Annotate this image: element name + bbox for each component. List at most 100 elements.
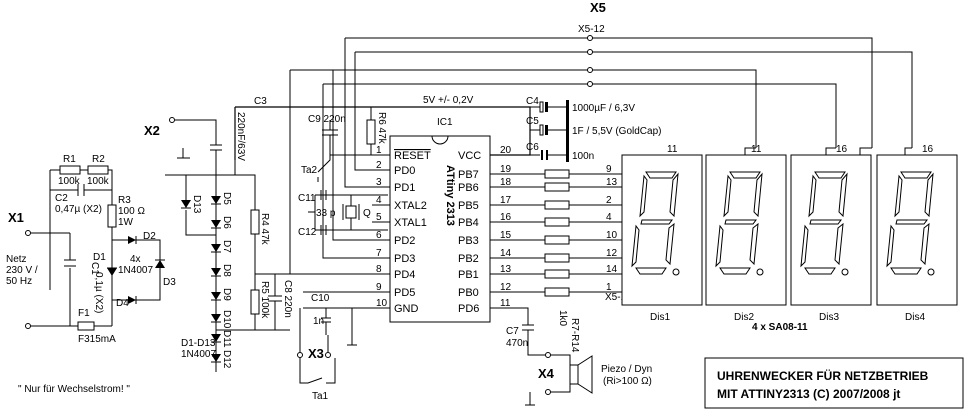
diode-symbol (211, 268, 221, 276)
ic-right-pin-name: VCC (458, 150, 481, 162)
r3-value: 100 Ω (118, 206, 145, 217)
ic-right-pin-num: 16 (500, 212, 512, 223)
c4-label: C4 (526, 96, 539, 107)
ic-left-pin-num: 1 (376, 145, 382, 156)
ic-left-pin-num: 4 (376, 195, 382, 206)
ic-name: ATtiny 2313 (444, 165, 456, 226)
ic-right-pin-name: PB1 (458, 269, 479, 281)
display-segment (715, 224, 724, 268)
x5-1-label: X5-1 (605, 292, 627, 303)
ic-right-pin-num: 11 (500, 298, 511, 309)
ic-left-pin-name: PD0 (394, 165, 415, 177)
display-segment (804, 267, 836, 275)
x5-sub-label: X5-12 (578, 24, 605, 35)
supply-label: 5V +/- 0,2V (423, 95, 474, 106)
display-segment (809, 219, 842, 225)
xtal-cap-value: 33 p (316, 208, 336, 219)
ac-note: " Nur für Wechselstrom! " (18, 384, 130, 395)
c11-label: C11 (298, 193, 316, 204)
ic-left-pin-name: PD4 (394, 269, 415, 281)
ic-left-pin-name: GND (394, 303, 419, 315)
ic-right-pin-num: 13 (500, 264, 512, 275)
display-dot (672, 268, 680, 276)
piezo-label: Piezo / Dyn (601, 364, 652, 375)
ic-left-pin-name: PD2 (394, 235, 415, 247)
c1-value: 0,1µ (X2) (93, 272, 104, 313)
r3-label: R3 (118, 195, 131, 206)
display-segment (900, 171, 932, 179)
piezo-impedance: (Ri>100 Ω) (603, 376, 652, 387)
ic-right-pin-num: 19 (500, 164, 512, 175)
ic-right-pin-name: PB6 (458, 182, 479, 194)
ic-left-pin-num: 7 (376, 248, 382, 259)
display-segment (639, 174, 648, 218)
c7-label: C7 (506, 326, 519, 337)
c6-value: 100n (572, 151, 594, 162)
x2-label: X2 (144, 123, 160, 138)
x3-label: X3 (308, 346, 324, 361)
diode-label: D6 (221, 216, 232, 229)
r4-label: R4 47k (259, 213, 270, 246)
mains-input: X1 Netz 230 V / 50 Hz C1 0,1µ (X2) F1 F3… (6, 154, 176, 395)
diode-label: D9 (221, 288, 232, 301)
display-type: 4 x SA08-11 (752, 322, 808, 333)
display-pin: 11 (667, 144, 678, 155)
segment-pin-num: 2 (606, 195, 612, 206)
segment-pin-num: 4 (606, 212, 612, 223)
ic-left-pin-name: PD3 (394, 253, 415, 265)
display-segment (753, 172, 763, 218)
c8-label: C8 220n (282, 280, 293, 318)
display-segment (719, 267, 751, 275)
ic-right-pin-name: PD6 (458, 303, 479, 315)
diode-label: D7 (221, 240, 232, 253)
ic-left-pin-num: 9 (376, 282, 382, 293)
ic-right-pin-num: 15 (500, 230, 512, 241)
c1-label: C1 (89, 262, 100, 275)
segment-pin-num: 9 (606, 164, 612, 175)
diode-label: D12 (221, 350, 232, 369)
r2-label: R2 (92, 154, 105, 165)
crystal-label: Q (363, 208, 371, 219)
ic-right-pin-name: PB5 (458, 200, 479, 212)
diode-chain-label: D1-D13 (181, 338, 216, 349)
c3-value: 220nF/63V (235, 112, 246, 161)
c5-label: C5 (526, 116, 539, 127)
display-segment (800, 224, 809, 268)
bridge-count: 4x (130, 254, 141, 265)
ic-right-pin-name: PB3 (458, 235, 479, 247)
piezo-output: C7 470n X4 Piezo / Dyn (Ri>100 Ω) (490, 307, 652, 406)
display-segment (724, 219, 757, 225)
display-pin: 16 (836, 144, 848, 155)
r1-value: 100k (58, 176, 81, 187)
display-segment (895, 219, 928, 225)
display-label: Dis3 (819, 312, 839, 323)
x4-label: X4 (538, 366, 555, 381)
diode-symbol (211, 292, 221, 300)
display-label: Dis1 (650, 312, 670, 323)
d4-label: D4 (116, 298, 129, 309)
mains-label-1: Netz (6, 254, 27, 265)
power-stage: X2 C3 220nF/63V D13 D5D6D7D8D9D10D11D12 … (144, 96, 293, 372)
display-segment (890, 267, 922, 275)
ic-right-pin-num: 18 (500, 177, 512, 188)
ic-right-pin-num: 12 (500, 282, 512, 293)
display-segment (894, 174, 903, 218)
display-segment (635, 267, 667, 275)
ic-right-pin-num: 14 (500, 248, 512, 259)
diode-label: D10 (221, 310, 232, 329)
c10-label: C10 (311, 293, 330, 304)
bridge-type: 1N4007 (118, 265, 153, 276)
segment-pin-num: 10 (606, 230, 618, 241)
ic-left-pin-name: PD1 (394, 182, 415, 194)
ic-left-pin-num: 8 (376, 264, 382, 275)
ic-right-pin-name: PB0 (458, 287, 479, 299)
ta2-label: Ta2 (301, 165, 318, 176)
button-circuit: C10 1n X3 Ta1 (297, 291, 388, 402)
c6-label: C6 (526, 142, 539, 153)
display-segment (723, 174, 732, 218)
segment-pin-num: 14 (606, 264, 618, 275)
r2-value: 100k (87, 176, 110, 187)
diode-label: D11 (221, 330, 232, 348)
